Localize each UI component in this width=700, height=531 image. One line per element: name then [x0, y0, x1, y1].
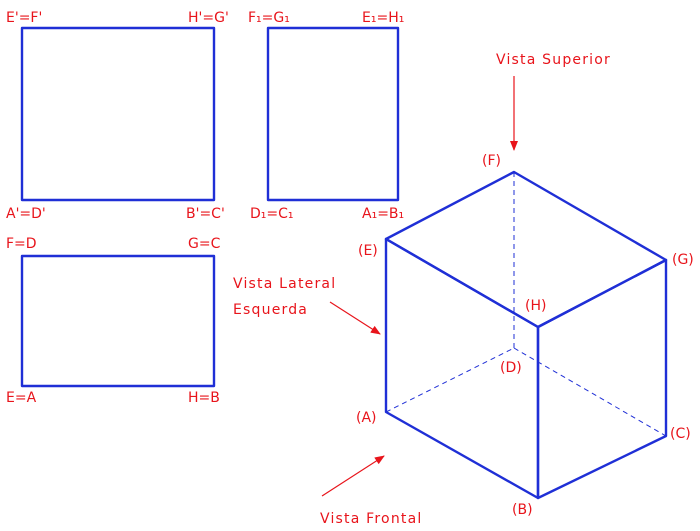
caption-vista-superior: Vista Superior [496, 52, 611, 68]
superior-view-rect [20, 254, 216, 388]
lateral-view-rect [266, 26, 400, 202]
superior-label-bottom-left: E=A [6, 390, 37, 406]
lateral-label-bottom-left: D₁=C₁ [250, 206, 294, 222]
superior-label-top-left: F=D [6, 236, 37, 252]
lateral-label-top-right: E₁=H₁ [362, 10, 404, 26]
frontal-view-rect [20, 26, 216, 202]
frontal-label-top-right: H'=G' [188, 10, 229, 26]
cube-vertex-G-label: (G) [672, 252, 694, 268]
lateral-label-bottom-right: A₁=B₁ [362, 206, 404, 222]
frontal-label-top-left: E'=F' [6, 10, 42, 26]
caption-vista-lateral-line1: Vista Lateral [233, 276, 336, 292]
superior-label-top-right: G=C [188, 236, 221, 252]
caption-vista-frontal: Vista Frontal [320, 511, 422, 527]
superior-label-bottom-right: H=B [188, 390, 220, 406]
cube-vertex-B-label: (B) [512, 502, 533, 518]
caption-vista-lateral-line2: Esquerda [233, 302, 308, 318]
arrow-frontal [321, 455, 385, 497]
cube-right-face [536, 258, 668, 500]
cube-hidden-edge-AD [385, 347, 515, 413]
cube-vertex-F-label: (F) [482, 153, 501, 169]
frontal-label-bottom-right: B'=C' [186, 206, 225, 222]
cube-vertex-C-label: (C) [670, 426, 691, 442]
cube-vertex-H-label: (H) [525, 298, 546, 314]
cube-vertex-E-label: (E) [358, 243, 378, 259]
cube-vertex-D-label: (D) [500, 360, 522, 376]
lateral-label-top-left: F₁=G₁ [248, 10, 290, 26]
cube-hidden-edge-DC [513, 347, 667, 437]
cube-vertex-A-label: (A) [356, 410, 377, 426]
frontal-label-bottom-left: A'=D' [6, 206, 46, 222]
arrow-lateral [329, 301, 381, 335]
